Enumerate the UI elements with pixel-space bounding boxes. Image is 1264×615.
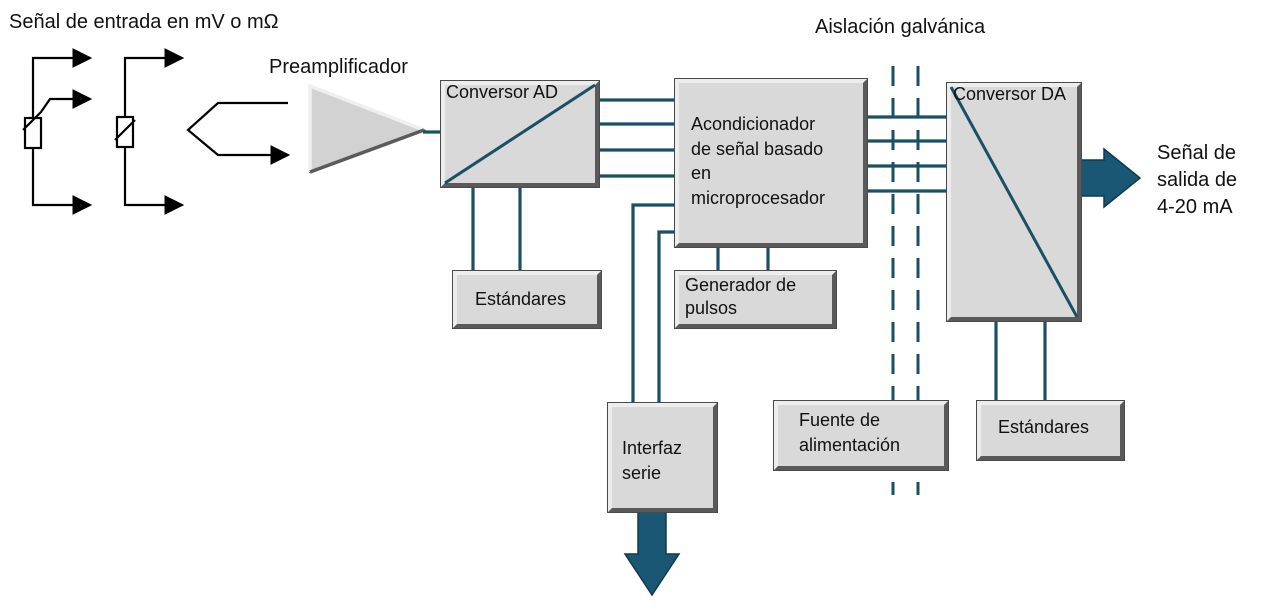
pulse-generator-block: [674, 270, 837, 329]
rtd-two-wire-sensor: [114, 48, 185, 215]
pulse-generator-label: Generador de pulsos: [685, 275, 797, 319]
thermocouple-sensor: [186, 101, 291, 165]
standards-adc-block: [452, 270, 602, 329]
signal-wires: [423, 98, 1047, 405]
power-supply-block: [773, 400, 949, 471]
analog-output-arrow: [1079, 147, 1142, 209]
input-signal-label: Señal de entrada en mV o mΩ: [9, 11, 279, 33]
serial-interface-label: Interfaz serie: [622, 438, 683, 483]
dac-label: Conversor DA: [953, 84, 1067, 104]
galvanic-isolation-label: Aislación galvánica: [815, 16, 986, 38]
conditioner-label: Acondicionador de señal basado en microp…: [691, 114, 826, 208]
power-supply-label: Fuente de alimentación: [799, 410, 901, 455]
serial-output-arrow: [623, 510, 681, 597]
dac-block: [946, 82, 1082, 322]
conditioner-block: [674, 78, 868, 248]
dac-diagonal: [949, 86, 1079, 318]
output-signal-label: Señal de salida de 4-20 mA: [1157, 142, 1238, 218]
standards-adc-label: Estándares: [475, 289, 567, 309]
rtd-three-wire-sensor: [22, 48, 93, 215]
serial-interface-block: [607, 402, 718, 513]
standards-dac-label: Estándares: [998, 417, 1090, 437]
preamplifier-label: Preamplificador: [269, 56, 408, 78]
adc-block: [440, 80, 600, 188]
preamplifier-triangle: [308, 83, 427, 174]
standards-dac-block: [976, 400, 1125, 461]
adc-label: Conversor AD: [446, 82, 559, 102]
adc-diagonal: [444, 83, 596, 185]
